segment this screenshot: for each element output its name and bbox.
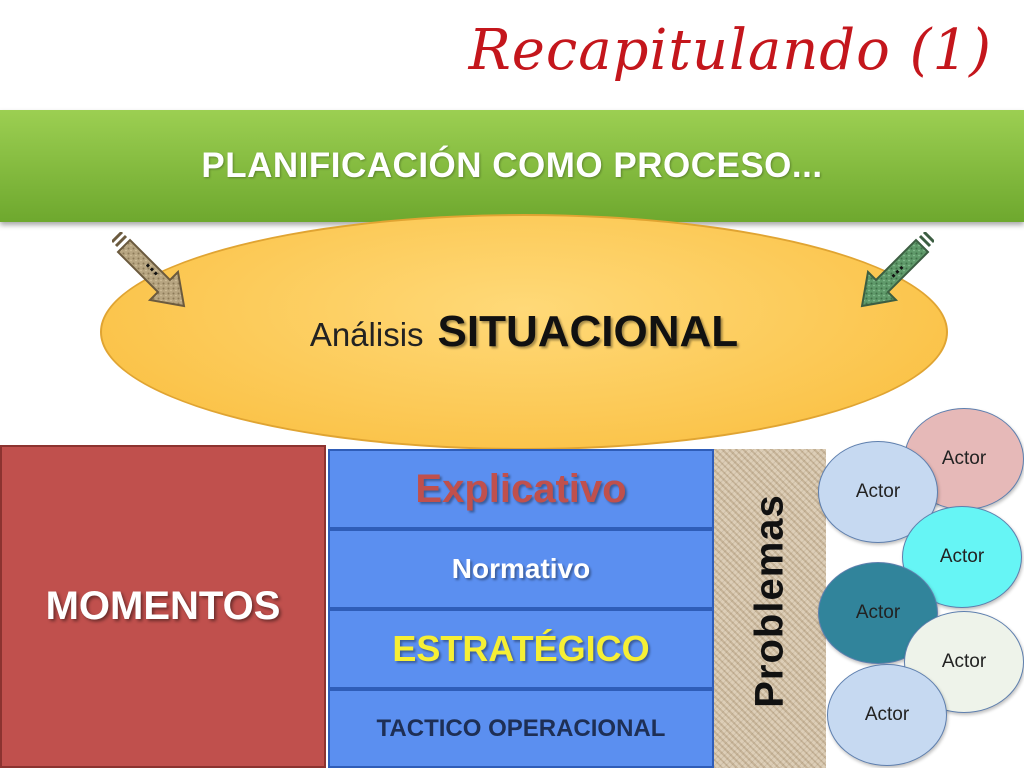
left-arrow-icon: ... bbox=[112, 232, 186, 308]
moments-stack: Explicativo Normativo ESTRATÉGICO TACTIC… bbox=[328, 449, 714, 768]
moment-row-normativo: Normativo bbox=[328, 529, 714, 609]
actor-label: Actor bbox=[855, 602, 901, 623]
problemas-panel: Problemas bbox=[714, 449, 826, 768]
moment-label-tactico-operacional: TACTICO OPERACIONAL bbox=[376, 714, 666, 742]
actor-label: Actor bbox=[941, 448, 987, 469]
moment-row-estrategico: ESTRATÉGICO bbox=[328, 609, 714, 689]
actor-label: Actor bbox=[941, 651, 987, 672]
moment-row-tactico-operacional: TACTICO OPERACIONAL bbox=[328, 689, 714, 768]
moment-label-estrategico: ESTRATÉGICO bbox=[392, 628, 650, 669]
actor-label: Actor bbox=[855, 481, 901, 502]
banner-text: PLANIFICACIÓN COMO PROCESO... bbox=[201, 146, 823, 185]
situational-analysis-ellipse: Análisis SITUACIONAL bbox=[100, 214, 948, 450]
moment-label-normativo: Normativo bbox=[451, 553, 591, 584]
actor-label: Actor bbox=[939, 546, 985, 567]
actor-circle: Actor bbox=[827, 664, 947, 766]
process-banner: PLANIFICACIÓN COMO PROCESO... bbox=[0, 110, 1024, 222]
analysis-bold-text: SITUACIONAL bbox=[437, 307, 739, 356]
moment-label-explicativo: Explicativo bbox=[415, 466, 627, 511]
slide-title: Recapitulando (1) bbox=[468, 18, 992, 83]
momentos-label: MOMENTOS bbox=[45, 584, 281, 628]
analysis-light-text: Análisis bbox=[309, 316, 424, 353]
momentos-box: MOMENTOS bbox=[0, 445, 326, 768]
analysis-label: Análisis SITUACIONAL bbox=[310, 307, 738, 357]
problemas-label: Problemas bbox=[747, 494, 792, 708]
actor-label: Actor bbox=[864, 704, 910, 725]
moment-row-explicativo: Explicativo bbox=[328, 449, 714, 529]
right-arrow-icon: ... bbox=[860, 232, 934, 308]
